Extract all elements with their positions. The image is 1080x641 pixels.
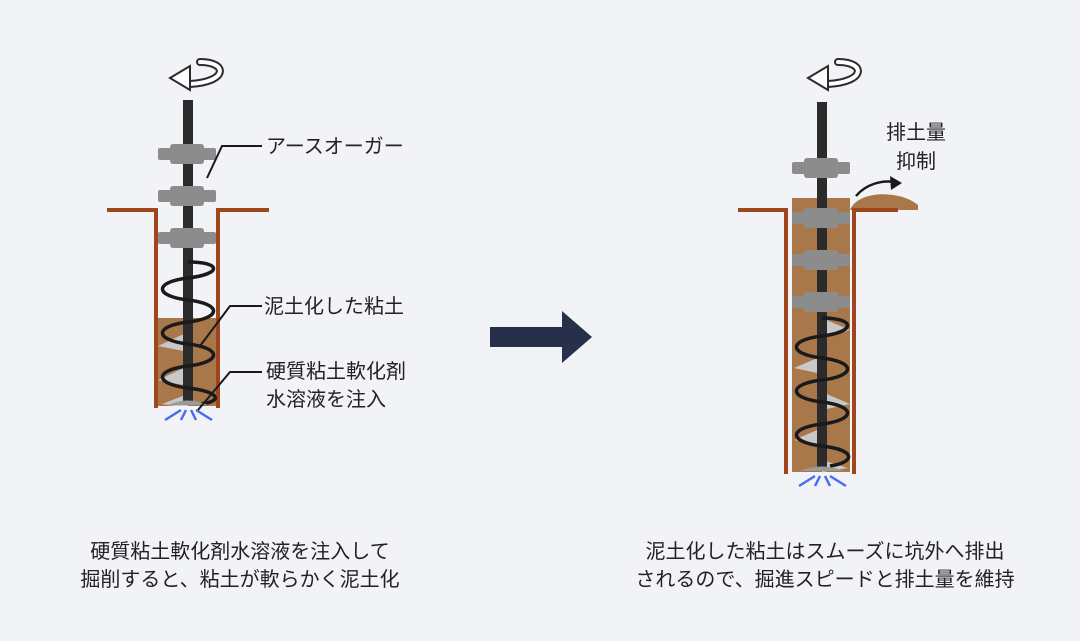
label-injection-line1: 硬質粘土軟化剤: [266, 359, 406, 383]
caption-right-line2: されるので、掘進スピードと排土量を維持: [635, 567, 1015, 591]
caption-left-line1: 硬質粘土軟化剤水溶液を注入して: [90, 539, 390, 563]
auger-shaft: [817, 102, 827, 470]
label-auger: アースオーガー: [266, 134, 404, 158]
casing-right: [216, 208, 269, 408]
caption-right-line1: 泥土化した粘土はスムーズに坑外へ排出: [645, 539, 1005, 563]
label-discharge-line1: 排土量: [886, 120, 946, 144]
spray-icon: [164, 408, 213, 422]
label-discharge-line2: 抑制: [896, 149, 936, 173]
auger-shaft: [183, 100, 193, 405]
label-injection-line2: 水溶液を注入: [266, 387, 386, 411]
caption-right: 泥土化した粘土はスムーズに坑外へ排出 されるので、掘進スピードと排土量を維持: [615, 537, 1035, 593]
label-mud: 泥土化した粘土: [264, 294, 404, 318]
casing-left: [738, 208, 788, 474]
rotation-arrow-icon: [168, 58, 224, 92]
shaft-fittings: [158, 144, 216, 248]
right-diagram: 排土量 抑制: [738, 58, 946, 488]
auger-bit: [800, 466, 844, 471]
casing-left: [107, 208, 158, 408]
shaft-fittings: [792, 158, 850, 312]
casing-right: [852, 208, 898, 474]
auger-spiral: [794, 316, 851, 468]
discharge-arrow-icon: [855, 176, 902, 197]
leader-auger: [206, 145, 262, 179]
spray-icon: [798, 474, 847, 488]
rotation-arrow-icon: [806, 58, 862, 92]
auger-spiral: [160, 260, 217, 406]
left-diagram: アースオーガー 泥土化した粘土 硬質粘土軟化剤 水溶液を注入: [107, 58, 406, 422]
discharged-soil: [850, 194, 918, 210]
auger-bit: [168, 400, 208, 405]
caption-left: 硬質粘土軟化剤水溶液を注入して 掘削すると、粘土が軟らかく泥土化: [30, 537, 450, 593]
leader-mud: [199, 305, 262, 347]
leader-injection: [197, 371, 262, 411]
caption-left-line2: 掘削すると、粘土が軟らかく泥土化: [80, 567, 400, 591]
process-arrow-icon: [490, 311, 592, 363]
